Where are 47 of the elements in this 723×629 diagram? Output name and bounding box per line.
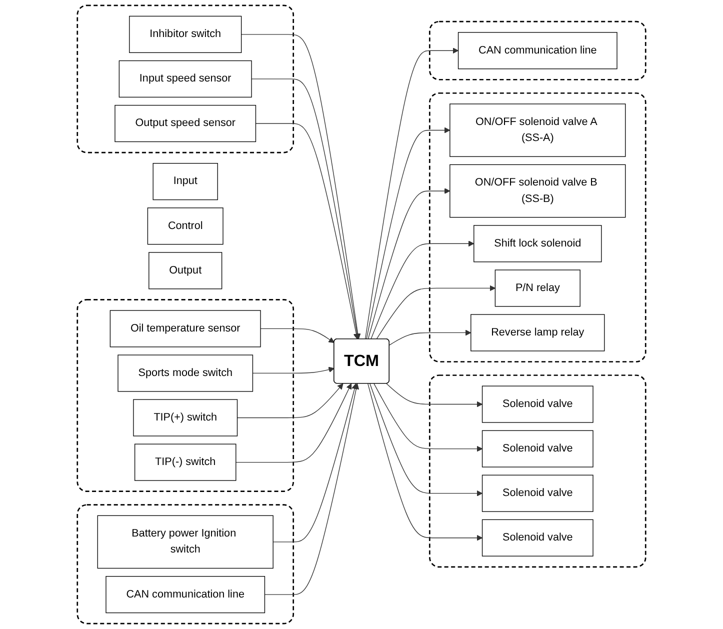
arrow — [255, 123, 360, 340]
cluster — [76, 298, 294, 492]
node-box: P/N relay — [494, 270, 580, 307]
arrow — [370, 240, 474, 340]
cluster — [428, 374, 646, 568]
node-box: Inhibitor switch — [129, 16, 242, 53]
arrow — [272, 383, 358, 542]
node-box: ON/OFF solenoid valve A (SS-A) — [450, 104, 626, 157]
arrow — [236, 383, 344, 418]
node-box: Input speed sensor — [118, 60, 252, 98]
arrow — [368, 188, 450, 340]
node-box: Oil temperature sensor — [110, 310, 261, 348]
arrow — [370, 383, 483, 496]
node-box: Shift lock solenoid — [474, 225, 602, 262]
arrow — [368, 383, 483, 541]
arrow — [374, 383, 483, 452]
node-box: Battery power Ignition switch — [97, 515, 274, 569]
cluster — [428, 20, 646, 80]
node-box: Solenoid valve — [482, 386, 594, 423]
cluster — [428, 92, 646, 362]
node-box: Control — [147, 208, 224, 245]
node-box: TIP(+) switch — [133, 399, 238, 436]
node-box: ON/OFF solenoid valve B (SS-B) — [450, 164, 626, 218]
arrow — [386, 383, 483, 408]
arrow — [364, 48, 459, 340]
node-box: Sports mode switch — [118, 354, 254, 392]
arrow — [260, 328, 334, 343]
node-box: Reverse lamp relay — [470, 314, 605, 352]
arrow — [389, 330, 472, 346]
node-box: Output — [148, 252, 222, 290]
node-box: Input — [152, 162, 218, 200]
cluster — [76, 504, 294, 624]
node-box: Solenoid valve — [482, 474, 594, 512]
node-box: CAN communication line — [458, 32, 618, 70]
arrow — [264, 383, 360, 595]
node-box: TIP(-) switch — [134, 444, 236, 481]
node-box: Output speed sensor — [114, 104, 256, 142]
arrow — [236, 383, 352, 463]
cluster — [76, 4, 294, 154]
node-box: CAN communication line — [106, 576, 266, 614]
arrow — [252, 366, 334, 374]
arrow — [240, 34, 361, 340]
node-box: Solenoid valve — [482, 519, 594, 556]
node-box: Solenoid valve — [482, 430, 594, 468]
arrow — [251, 78, 360, 340]
arrow — [366, 127, 450, 340]
arrow — [376, 285, 496, 340]
